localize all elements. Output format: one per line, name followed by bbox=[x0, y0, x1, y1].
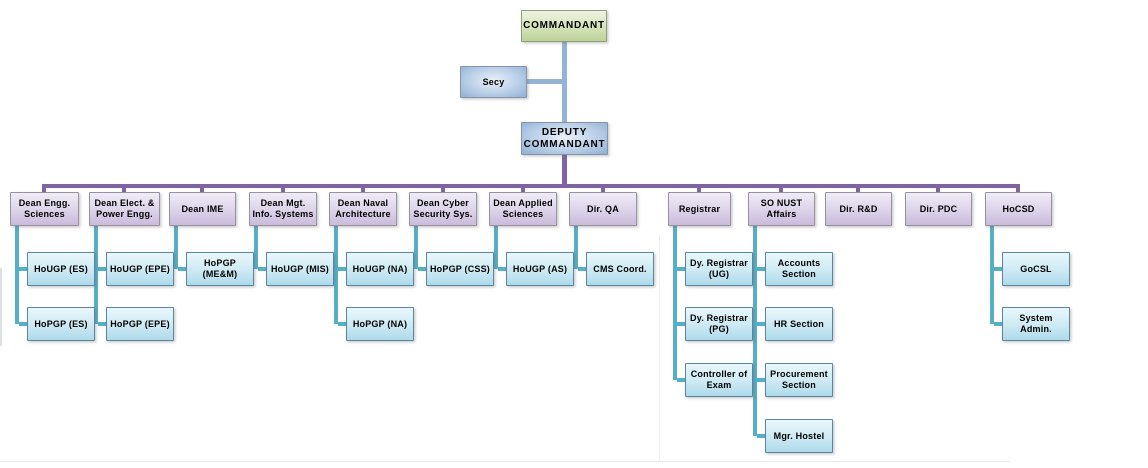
connector-dean-as-child1 bbox=[498, 267, 506, 271]
connector-stub-so-nust bbox=[779, 184, 783, 193]
node-gocsl: GoCSL bbox=[1002, 252, 1070, 286]
node-hopgp-epe: HoPGP (EPE) bbox=[106, 307, 174, 341]
node-dy-registrar-pg: Dy. Registrar (PG) bbox=[685, 307, 753, 341]
connector-dean-css-trunk bbox=[414, 226, 418, 269]
node-hr-section: HR Section bbox=[765, 307, 833, 341]
connector-dean-na-child2 bbox=[338, 322, 346, 326]
node-hopgp-na: HoPGP (NA) bbox=[346, 307, 414, 341]
connector-dean-epe-child2 bbox=[98, 322, 106, 326]
scan-artifact-vertical bbox=[659, 236, 660, 461]
connector-dean-es-child2 bbox=[19, 322, 27, 326]
node-deputy-commandant: DEPUTY COMMANDANT bbox=[521, 122, 608, 155]
node-dean-ime: Dean IME bbox=[169, 192, 236, 226]
connector-hocsd-child1 bbox=[994, 267, 1002, 271]
node-hopgp-es: HoPGP (ES) bbox=[27, 307, 95, 341]
connector-dean-epe-child1 bbox=[98, 267, 106, 271]
connector-stub-hocsd bbox=[1016, 184, 1020, 193]
connector-dean-ime-trunk bbox=[174, 226, 178, 269]
node-dir-qa: Dir. QA bbox=[569, 192, 637, 226]
node-dean-applied-sciences: Dean Applied Sciences bbox=[489, 192, 557, 226]
node-hougp-mis: HoUGP (MIS) bbox=[266, 252, 334, 286]
node-controller-of-exam: Controller of Exam bbox=[685, 363, 753, 397]
node-hopgp-css: HoPGP (CSS) bbox=[426, 252, 494, 286]
connector-stub-dean-epe bbox=[122, 184, 126, 193]
connector-hocsd-child2 bbox=[994, 322, 1002, 326]
connector-so-nust-child3 bbox=[757, 378, 765, 382]
node-system-admin: System Admin. bbox=[1002, 307, 1070, 341]
connector-dean-na-child1 bbox=[338, 267, 346, 271]
connector-so-nust-trunk bbox=[753, 226, 757, 436]
node-hougp-epe: HoUGP (EPE) bbox=[106, 252, 174, 286]
connector-so-nust-child2 bbox=[757, 322, 765, 326]
connector-deputy-down bbox=[562, 155, 567, 188]
connector-dean-mis-trunk bbox=[254, 226, 258, 269]
node-commandant: COMMANDANT bbox=[521, 10, 607, 42]
scan-artifact-left bbox=[0, 268, 2, 346]
connector-registrar-child3 bbox=[677, 378, 685, 382]
connector-stub-dean-mis bbox=[281, 184, 285, 193]
connector-dean-as-trunk bbox=[494, 226, 498, 269]
connector-dean-na-trunk bbox=[334, 226, 338, 324]
node-dean-mgt-info-systems: Dean Mgt. Info. Systems bbox=[249, 192, 317, 226]
node-cms-coord: CMS Coord. bbox=[586, 252, 654, 286]
connector-dean-es-child1 bbox=[19, 267, 27, 271]
connector-stub-dean-na bbox=[361, 184, 365, 193]
node-dy-registrar-ug: Dy. Registrar (UG) bbox=[685, 252, 753, 286]
connector-dean-epe-trunk bbox=[94, 226, 98, 324]
node-dean-elect-power-engg: Dean Elect. & Power Engg. bbox=[89, 192, 160, 226]
node-dir-pdc: Dir. PDC bbox=[905, 192, 972, 226]
connector-dir-qa-trunk bbox=[574, 226, 578, 269]
connector-so-nust-child4 bbox=[757, 434, 765, 438]
connector-dir-qa-child1 bbox=[578, 267, 586, 271]
connector-dean-ime-child1 bbox=[178, 267, 186, 271]
connector-registrar-trunk bbox=[673, 226, 677, 380]
connector-stub-dean-css bbox=[441, 184, 445, 193]
node-hougp-na: HoUGP (NA) bbox=[346, 252, 414, 286]
connector-stub-registrar bbox=[697, 184, 701, 193]
node-secy: Secy bbox=[460, 66, 527, 98]
connector-stub-dir-rd bbox=[856, 184, 860, 193]
scan-artifact-bottom bbox=[0, 461, 1010, 462]
connector-commandant-deputy bbox=[562, 41, 567, 122]
node-dean-engg-sciences: Dean Engg. Sciences bbox=[10, 192, 79, 226]
node-hocsd: HoCSD bbox=[985, 192, 1052, 226]
node-dean-cyber-security: Dean Cyber Security Sys. bbox=[409, 192, 477, 226]
node-hougp-es: HoUGP (ES) bbox=[27, 252, 95, 286]
node-registrar: Registrar bbox=[668, 192, 731, 226]
connector-stub-dean-ime bbox=[200, 184, 204, 193]
node-so-nust-affairs: SO NUST Affairs bbox=[748, 192, 815, 226]
node-accounts-section: Accounts Section bbox=[765, 252, 833, 286]
node-mgr-hostel: Mgr. Hostel bbox=[765, 419, 833, 453]
connector-stub-dir-pdc bbox=[936, 184, 940, 193]
connector-registrar-child2 bbox=[677, 322, 685, 326]
connector-stub-dean-as bbox=[521, 184, 525, 193]
connector-stub-dean-es bbox=[42, 184, 46, 193]
connector-dean-css-child1 bbox=[418, 267, 426, 271]
connector-dean-mis-child1 bbox=[258, 267, 266, 271]
node-hopgp-mem: HoPGP (ME&M) bbox=[186, 252, 254, 286]
connector-so-nust-child1 bbox=[757, 267, 765, 271]
connector-secy bbox=[527, 79, 564, 84]
node-hougp-as: HoUGP (AS) bbox=[506, 252, 574, 286]
connector-hocsd-trunk bbox=[990, 226, 994, 324]
node-dean-naval-architecture: Dean Naval Architecture bbox=[329, 192, 397, 226]
node-dir-rd: Dir. R&D bbox=[825, 192, 892, 226]
connector-distribution-line bbox=[44, 184, 1020, 188]
connector-dean-es-trunk bbox=[15, 226, 19, 324]
connector-registrar-child1 bbox=[677, 267, 685, 271]
node-procurement-section: Procurement Section bbox=[765, 363, 833, 397]
connector-stub-dir-qa bbox=[601, 184, 605, 193]
